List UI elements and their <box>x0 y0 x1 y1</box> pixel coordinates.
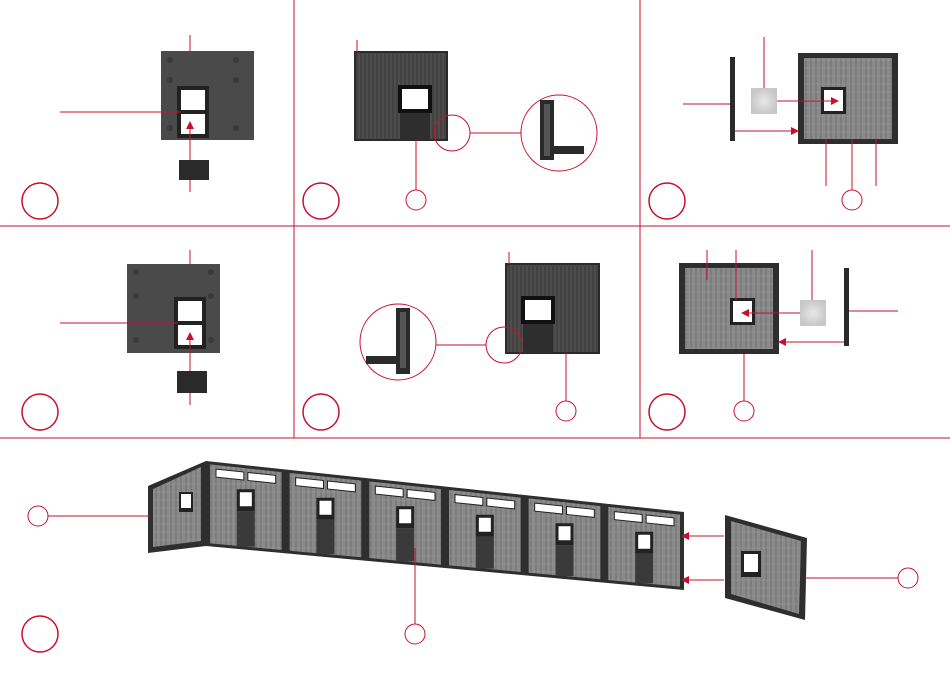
window-part <box>177 371 207 393</box>
glass-pane-icon <box>559 526 571 540</box>
step-5-panel <box>303 252 599 430</box>
step-badge-7 <box>22 616 58 652</box>
glass-pane-icon <box>638 535 650 549</box>
callout-a <box>406 190 426 210</box>
glass-pane-icon <box>399 509 411 523</box>
callout-b <box>842 190 862 210</box>
door-panel <box>237 511 255 546</box>
step-badge-3 <box>649 183 685 219</box>
step-badge-2 <box>303 183 339 219</box>
door-panel <box>476 537 494 569</box>
callout-c <box>556 401 576 421</box>
callout-d <box>734 401 754 421</box>
glazing-strip <box>730 57 735 141</box>
door-panel <box>635 554 653 584</box>
wall-panel-icon <box>127 264 220 353</box>
window-part <box>179 160 209 180</box>
door-panel <box>317 520 335 554</box>
step-4-panel <box>22 250 220 430</box>
glass-pane-icon <box>240 492 252 506</box>
callout-g <box>405 624 425 644</box>
magnifier-detail-icon <box>360 304 436 380</box>
step-6-panel <box>649 250 898 430</box>
step-1-panel <box>22 35 254 219</box>
magnifier-detail-icon <box>521 95 597 171</box>
glass-pane-icon <box>479 518 491 532</box>
step-badge-5 <box>303 394 339 430</box>
glass-pane-icon <box>320 501 332 515</box>
step-badge-6 <box>649 394 685 430</box>
step-badge-4 <box>22 394 58 430</box>
step-badge-1 <box>22 183 58 219</box>
callout-e <box>28 506 48 526</box>
step-2-panel <box>303 40 597 219</box>
callout-f <box>898 568 918 588</box>
step-7-assembly <box>22 461 918 652</box>
glass-pane-icon <box>751 88 777 114</box>
door-panel <box>396 528 414 561</box>
door-panel <box>556 545 574 576</box>
glass-pane-icon <box>800 300 826 326</box>
step-3-panel <box>649 37 898 219</box>
glazing-strip <box>844 268 849 346</box>
